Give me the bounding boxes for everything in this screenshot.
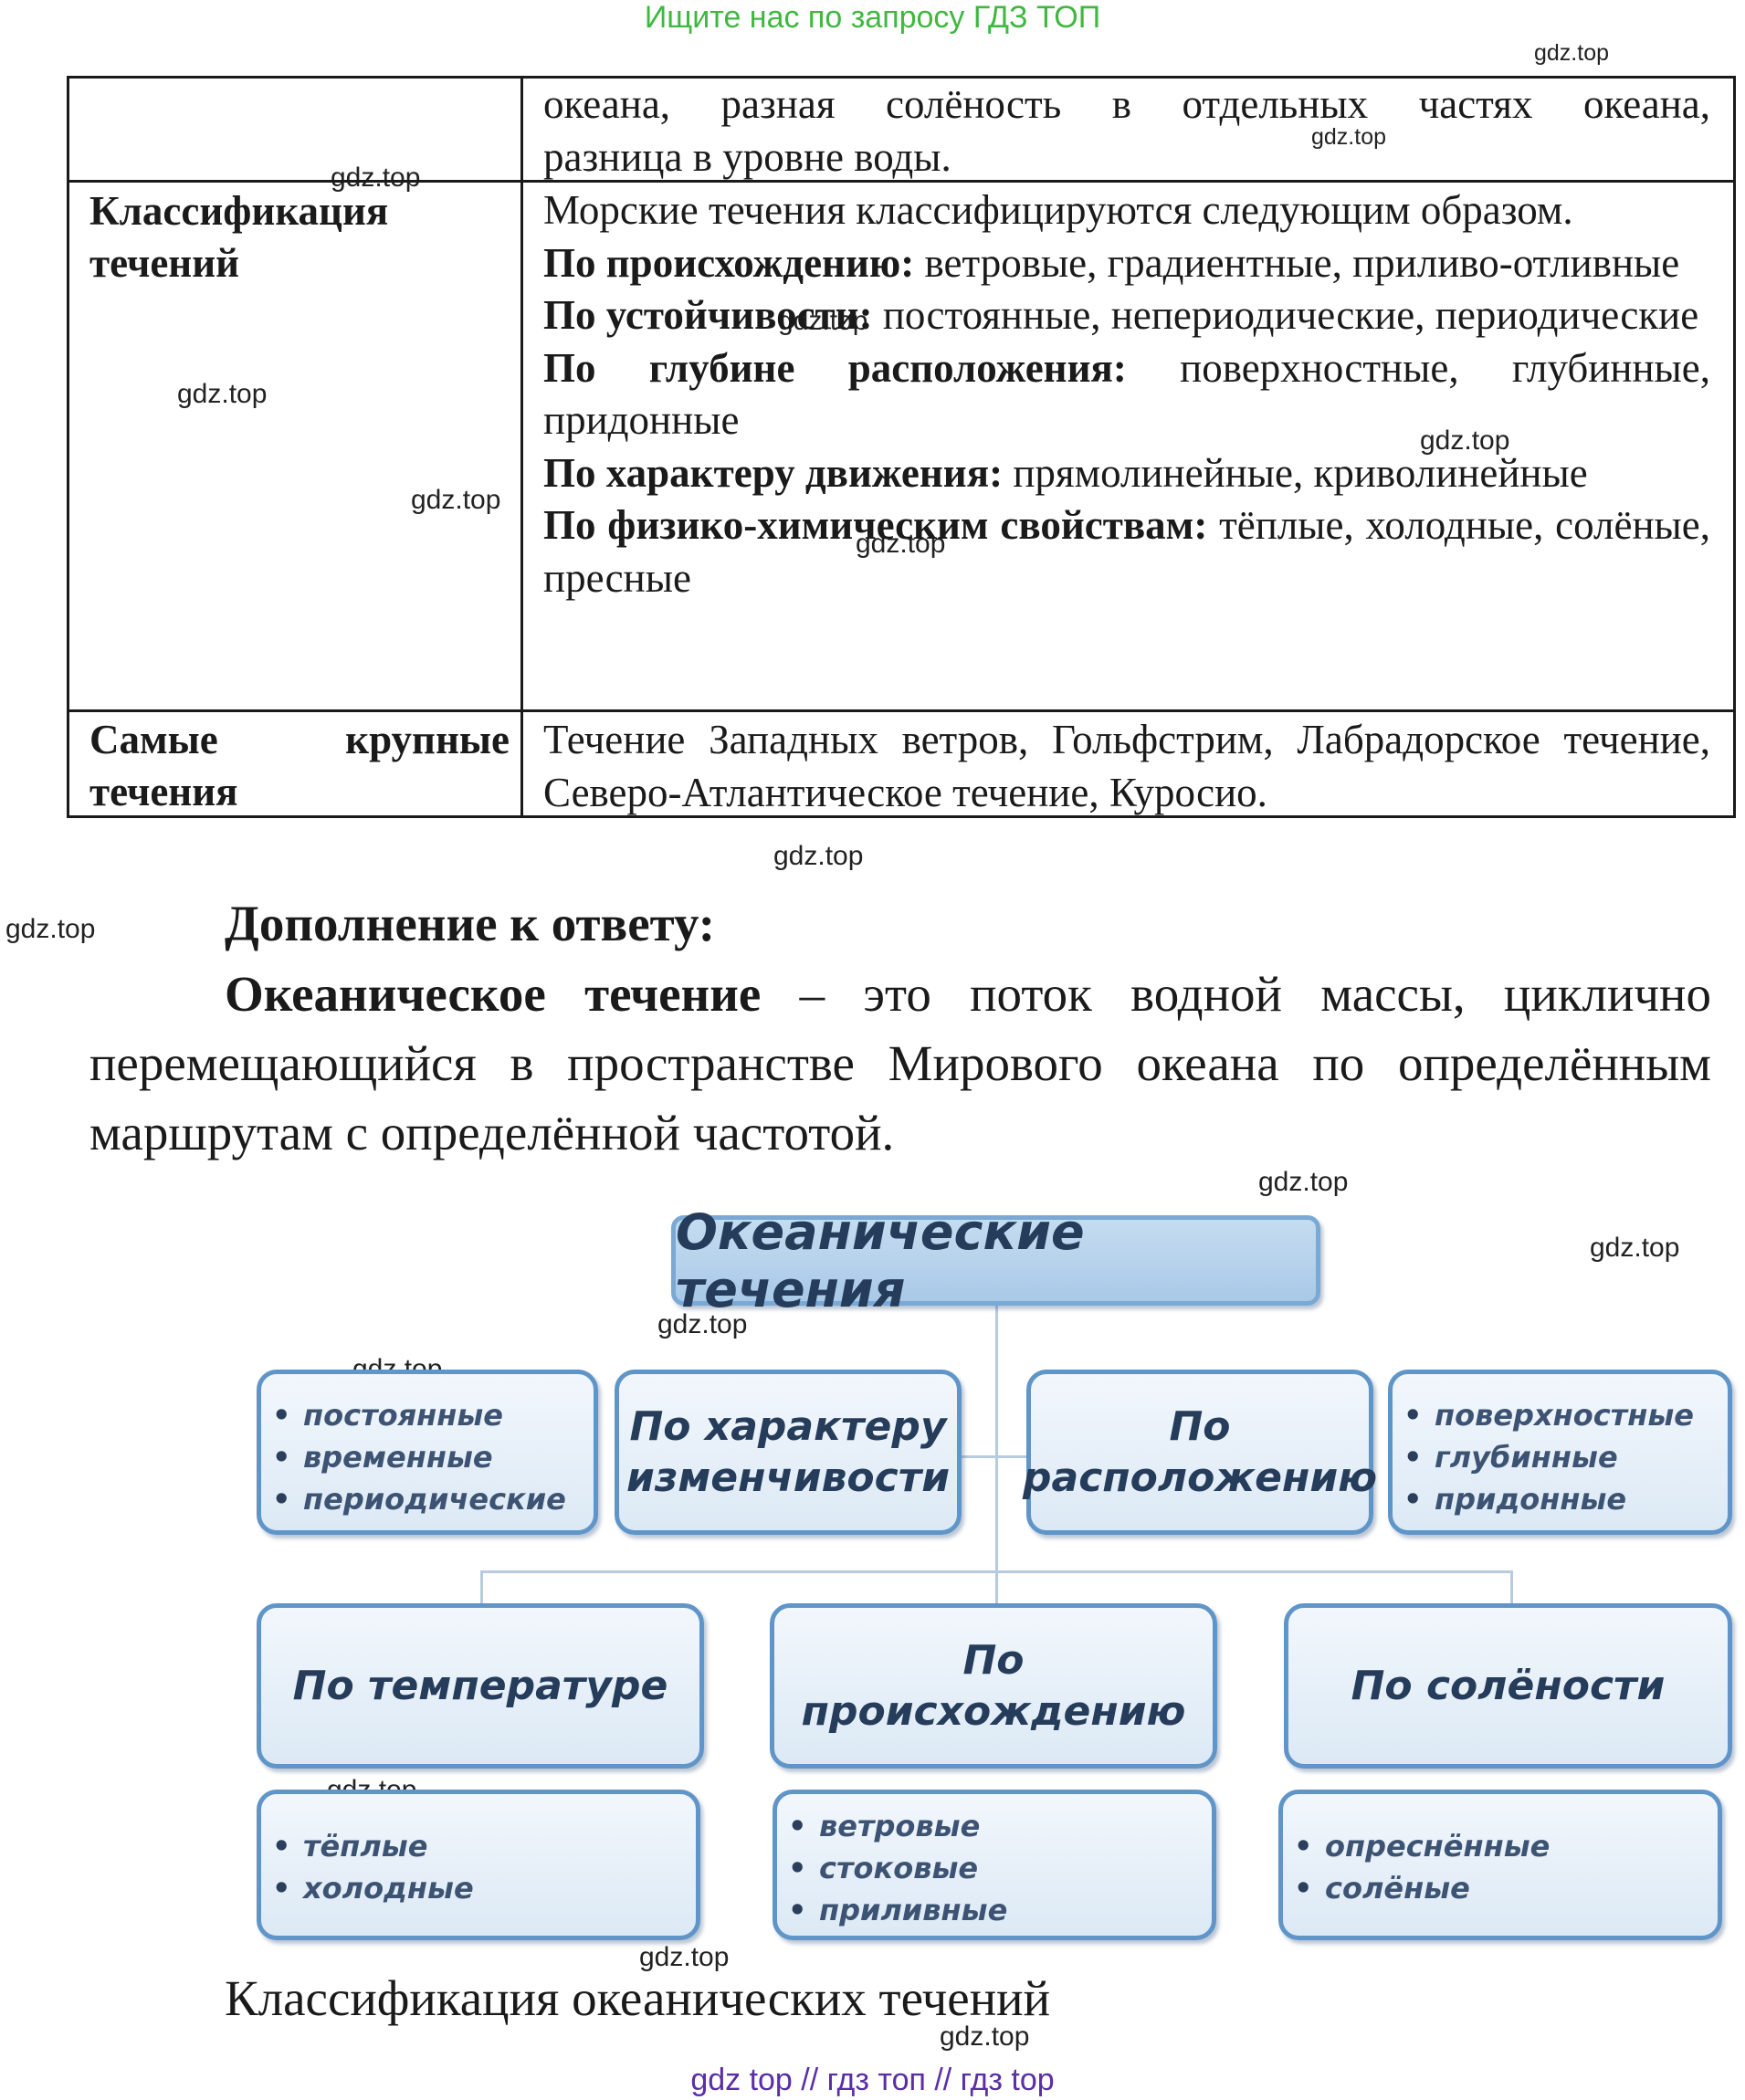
salinity-list: опреснённые солёные [1278,1790,1722,1940]
list-item: опреснённые [1283,1825,1718,1867]
temperature-list: тёплые холодные [257,1790,700,1940]
table-border-bottom [67,815,1736,818]
watermark: gdz.top [5,914,96,944]
definition-line: перемещающийся в пространстве Мирового о… [89,1035,1711,1091]
list-item: временные [261,1436,594,1478]
definition-line: маршрутам с определённой частотой. [89,1105,895,1160]
definition-text: – это поток водной массы, циклично [761,966,1711,1022]
table-column-divider [520,76,523,818]
table-cell-largest-label: Самые крупные течения [89,717,510,814]
list-item: периодические [261,1478,594,1520]
table-border-left [67,76,69,818]
classification-item-text: прямолинейные, криволинейные [1003,449,1588,496]
table-border-right [1733,76,1736,818]
watermark: gdz.top [1258,1167,1349,1197]
classification-item-label: По происхождению: [543,239,915,286]
list-item: поверхностные [1393,1394,1728,1436]
list-item: ветровые [777,1805,1212,1847]
origin-list: ветровые стоковые приливные [773,1790,1216,1940]
table-row-divider [67,180,1736,183]
salinity-category: По солёности [1284,1603,1732,1769]
classification-item-text: ветровые, градиентные, приливо-отливные [914,239,1680,286]
addition-heading: Дополнение к ответу: [225,896,716,951]
classification-item-label: По физико-химическим свойствам: [543,502,1208,548]
classification-intro: Морские течения классифицируются следующ… [543,187,1573,233]
classification-item-label: По характеру движения: [543,449,1004,496]
classification-item: По глубине расположения: поверхностные, … [543,342,1710,447]
table-cell-largest: Течение Западных ветров, Гольфстрим, Лаб… [543,717,1710,815]
classification-item-label: По устойчивости: [543,292,873,338]
classification-item-text: поверхностные, глубинные, придонные [543,344,1710,444]
variability-list: постоянные временные периодические [257,1370,598,1535]
list-item: солёные [1283,1867,1718,1909]
classification-item: По происхождению: ветровые, градиентные,… [543,237,1710,290]
diagram-title: Океанические течения [671,1203,1320,1318]
list-item: стоковые [777,1847,1212,1889]
location-list: поверхностные глубинные придонные [1388,1370,1732,1535]
classification-item-text: постоянные, непериодические, периодическ… [872,292,1699,338]
classification-item: По характеру движения: прямолинейные, кр… [543,447,1710,500]
watermark: gdz.top [856,529,946,559]
list-item: глубинные [1393,1436,1728,1478]
classification-item-label: По глубине расположения: [543,344,1127,391]
classification-item: По физико-химическим свойствам: тёплые, … [543,499,1710,604]
definition-paragraph: Океаническое течение – это поток водной … [89,960,1711,1168]
watermark: gdz.top [331,163,421,193]
list-item: приливные [777,1889,1212,1931]
watermark: gdz.top [411,485,501,515]
table-row-divider [67,709,1736,712]
continuation-line: разница в уровне воды. [543,133,951,180]
watermark: gdz.top [1590,1233,1680,1263]
definition-term: Океаническое течение [225,966,762,1022]
list-item: придонные [1393,1478,1728,1520]
connector-line [1510,1570,1513,1605]
table-border-top [67,76,1736,79]
variability-category: По характеру изменчивости [615,1370,962,1535]
watermark: gdz.top [778,306,868,336]
table-cell-classification: Морские течения классифицируются следующ… [543,184,1710,604]
table-cell-classification-label: Классификация течений [89,188,389,286]
list-item: холодные [261,1867,696,1909]
classification-item-text: тёплые, холодные, солёные, пресные [543,502,1710,601]
connector-line [962,1455,1029,1458]
list-item: постоянные [261,1394,594,1436]
watermark: gdz.top [1420,425,1510,456]
watermark: gdz.top [657,1309,748,1339]
watermark: gdz.top [1534,40,1610,66]
connector-line [480,1570,483,1605]
watermark: gdz.top [940,2021,1030,2052]
connector-line [995,1303,998,1604]
diagram-caption: Классификация океанических течений [225,1970,1051,2026]
origin-category: По происхождению [770,1603,1217,1769]
classification-item: По устойчивости: постоянные, непериодиче… [543,289,1710,342]
temperature-category: По температуре [257,1603,704,1769]
connector-line [480,1570,1512,1573]
watermark: gdz.top [773,841,864,871]
table-cell-continuation: океана, разная солёность в отдельных час… [543,79,1710,184]
search-banner[interactable]: Ищите нас по запросу ГДЗ ТОП [644,0,1101,35]
definition-line: Океаническое течение – это поток водной … [89,960,1711,1029]
watermark: gdz.top [639,1942,730,1972]
continuation-line: океана, разная солёность в отдельных час… [543,81,1710,127]
watermark: gdz.top [177,379,268,409]
footer-links[interactable]: gdz top // гдз топ // гдз top [690,2063,1055,2097]
watermark: gdz.top [1311,124,1387,150]
list-item: тёплые [261,1825,696,1867]
location-category: По расположению [1023,1370,1377,1535]
